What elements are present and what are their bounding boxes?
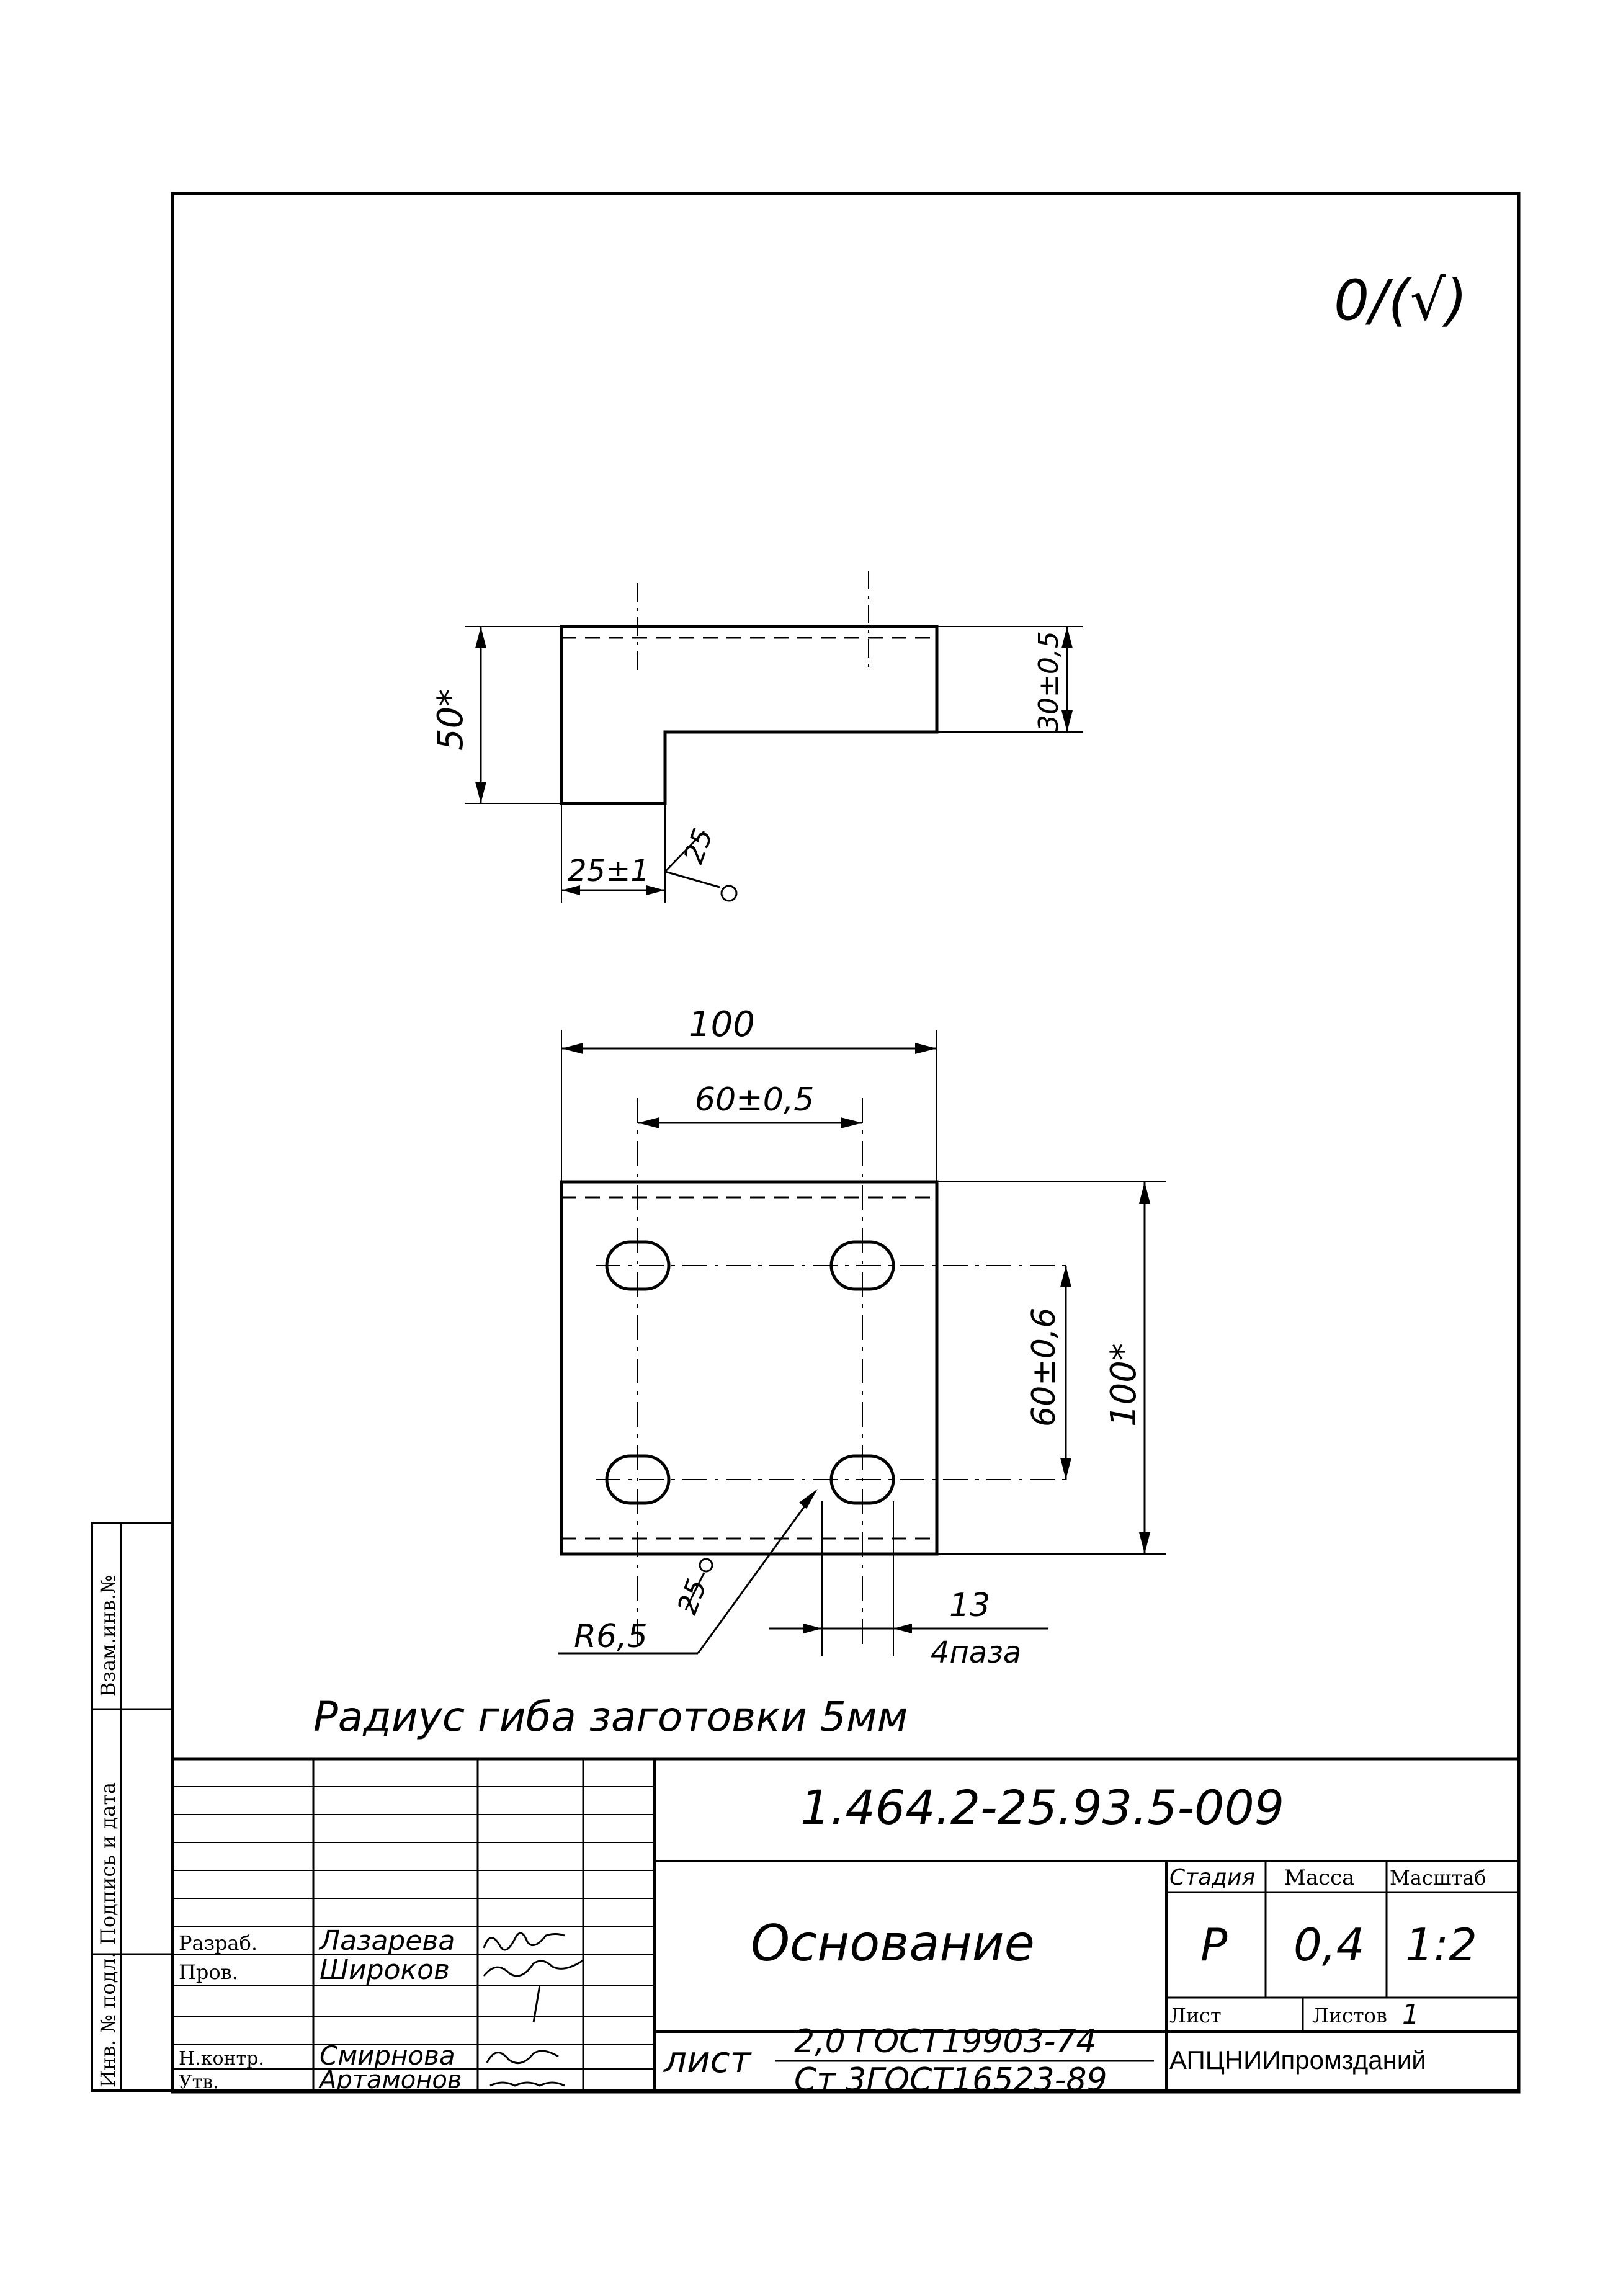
role-name: Артамонов	[318, 2066, 462, 2094]
plate-outline	[560, 1180, 939, 1556]
header-mass: Масса	[1284, 1865, 1354, 1890]
arrowhead	[1139, 1532, 1150, 1554]
arrowhead	[475, 782, 486, 803]
bending-radius-note: Радиус гиба заготовки 5мм	[313, 1693, 908, 1741]
header-stage: Стадия	[1169, 1865, 1255, 1890]
arrowhead	[803, 1624, 822, 1633]
role-label: Н.контр.	[179, 2048, 264, 2070]
arrowhead	[893, 1624, 912, 1633]
material-bottom: Ст 3ГОСТ16523-89	[794, 2061, 1107, 2099]
stamp-sign-date: Подпись и дата	[96, 1782, 120, 1945]
organization-name: АПЦНИИпромзданий	[1169, 2045, 1426, 2075]
slot-hole	[605, 1454, 671, 1505]
sheet-label: Лист	[1169, 2004, 1222, 2027]
side-view-profile	[560, 625, 939, 805]
material-prefix: лист	[663, 2039, 753, 2081]
document-number: 1.464.2-25.93.5-009	[800, 1780, 1284, 1835]
role-label: Пров.	[179, 1960, 238, 1984]
part-name: Основание	[751, 1914, 1035, 1972]
arrowhead	[1061, 627, 1073, 648]
arrowhead	[799, 1489, 818, 1509]
signature	[483, 1932, 565, 1951]
header-scale: Масштаб	[1390, 1866, 1486, 1890]
sheets-label: Листов	[1312, 2004, 1387, 2027]
weld-circle-icon	[720, 885, 738, 902]
arrowhead	[841, 1117, 862, 1128]
slot-count-label: 4паза	[931, 1635, 1021, 1670]
weld-size-side: 25	[677, 824, 719, 868]
slot-hole	[829, 1240, 895, 1291]
arrowhead	[646, 885, 665, 895]
dim-side-width: 25±1	[568, 854, 650, 888]
dim-slot-length: 13	[949, 1587, 990, 1624]
material-top: 2,0 ГОСТ19903-74	[794, 2023, 1097, 2060]
arrowhead	[1139, 1182, 1150, 1204]
stamp-inv-no-orig: Инв. № подл.	[96, 1952, 120, 2088]
slot-hole	[605, 1240, 671, 1291]
arrowhead	[915, 1043, 937, 1054]
dim-plan-hole-spacing-y: 60±0,6	[1026, 1308, 1063, 1427]
arrowhead	[1061, 710, 1073, 732]
plan-view: 100 60±0,5 60±0,6 100* R6,5 25 13 4па	[558, 1004, 1166, 1670]
stage-value: Р	[1200, 1919, 1228, 1971]
arrowhead	[561, 1043, 583, 1054]
stamp-inv-no-repl: Взам.инв.№	[96, 1575, 120, 1697]
weld-circle-icon	[699, 1558, 713, 1573]
roughness-mark: 0/(√)	[1334, 268, 1467, 333]
title-block: Разраб. Лазарева Пров. Широков Н.контр. …	[171, 1757, 1521, 2099]
sheets-value: 1	[1402, 1999, 1419, 2030]
dim-plan-hole-spacing-x: 60±0,5	[695, 1081, 814, 1119]
dim-side-height: 50*	[431, 689, 471, 751]
side-view: 50* 30±0,5 25±1 25	[431, 571, 1083, 903]
arrowhead	[1060, 1266, 1071, 1287]
role-label: Утв.	[179, 2071, 219, 2093]
role-name: Лазарева	[318, 1925, 455, 1957]
slot-hole	[829, 1454, 895, 1505]
role-name: Смирнова	[320, 2040, 455, 2071]
dim-plan-radius: R6,5	[574, 1618, 648, 1655]
side-stamp: Взам.инв.№ Подпись и дата Инв. № подл.	[91, 1522, 174, 2092]
weld-leader	[664, 830, 720, 888]
signature	[489, 2081, 565, 2087]
dim-plan-height: 100*	[1104, 1343, 1144, 1427]
arrowhead	[1060, 1458, 1071, 1480]
dim-side-flange: 30±0,5	[1033, 631, 1065, 732]
dim-plan-width: 100	[689, 1004, 755, 1045]
arrowhead	[638, 1117, 659, 1128]
role-label: Разраб.	[179, 1931, 257, 1955]
mass-value: 0,4	[1294, 1919, 1365, 1971]
scale-value: 1:2	[1405, 1919, 1477, 1971]
leader-line	[697, 1494, 814, 1654]
role-name: Широков	[320, 1954, 450, 1986]
signature	[486, 2050, 559, 2065]
arrowhead	[475, 627, 486, 648]
arrowhead	[561, 885, 580, 895]
signature	[483, 1959, 584, 2023]
weld-leader	[684, 1572, 705, 1610]
weld-size-plan: 25	[671, 1575, 713, 1619]
